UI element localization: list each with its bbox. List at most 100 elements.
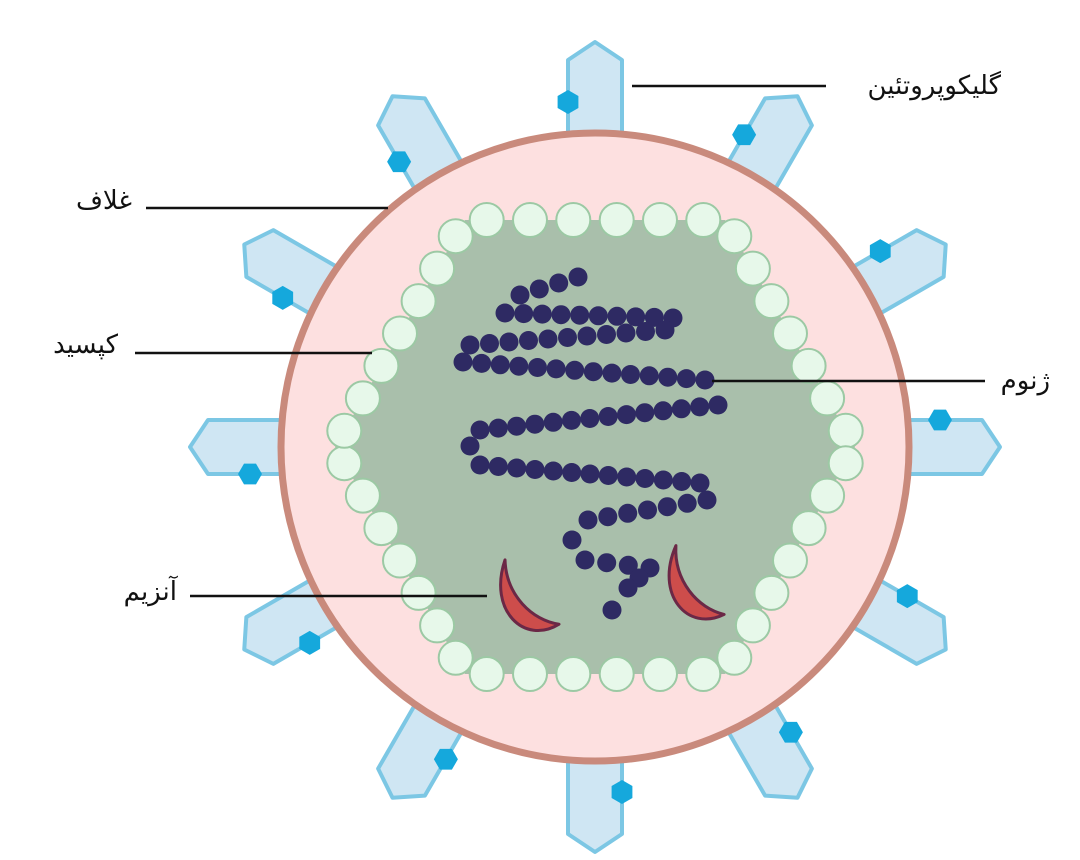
genome-bead bbox=[470, 455, 490, 475]
capsomere bbox=[555, 202, 592, 238]
genome-bead bbox=[635, 469, 655, 488]
genome-bead bbox=[583, 362, 603, 382]
leader-lines bbox=[135, 84, 985, 598]
capsomere bbox=[716, 218, 753, 255]
enzymes bbox=[499, 544, 726, 632]
genome-bead bbox=[577, 326, 597, 346]
hexagon-marker-icon bbox=[928, 409, 952, 431]
genome-bead bbox=[507, 416, 527, 436]
genome-bead bbox=[677, 493, 697, 513]
genome-bead bbox=[460, 335, 480, 355]
genome-bead bbox=[655, 320, 675, 340]
genome-bead bbox=[621, 365, 640, 384]
envelope-label: غلاف bbox=[76, 186, 132, 216]
genome-bead bbox=[549, 273, 569, 293]
genome-bead bbox=[543, 461, 563, 481]
capsid-label: کپسید bbox=[53, 330, 119, 360]
genome-bead bbox=[588, 306, 608, 326]
genome-bead bbox=[708, 395, 728, 415]
genome-bead bbox=[690, 397, 710, 417]
capsomere bbox=[642, 656, 678, 692]
capsomere bbox=[382, 315, 418, 352]
capsomere bbox=[468, 656, 505, 692]
capsomere bbox=[809, 380, 846, 417]
genome-bead bbox=[551, 305, 571, 325]
genome-bead bbox=[653, 401, 673, 421]
genome-bead bbox=[488, 418, 508, 438]
genome-bead bbox=[618, 555, 638, 575]
genome-bead bbox=[658, 367, 678, 387]
capsomere bbox=[382, 542, 418, 579]
hexagon-marker-icon bbox=[732, 124, 757, 146]
capsomere bbox=[326, 412, 363, 449]
genome-bead bbox=[562, 530, 582, 550]
genome-bead bbox=[575, 550, 595, 570]
genome-bead bbox=[639, 366, 659, 386]
genome-bead bbox=[529, 279, 549, 299]
genome-bead bbox=[525, 460, 545, 479]
hexagon-marker-icon bbox=[611, 780, 633, 804]
genome-bead bbox=[676, 369, 696, 389]
genome-bead bbox=[598, 407, 618, 426]
capsomere bbox=[419, 607, 456, 644]
hexagon-marker-icon bbox=[387, 151, 412, 173]
hexagon-marker-icon bbox=[557, 90, 579, 114]
hexagon-marker-icon bbox=[272, 285, 294, 310]
genome-bead bbox=[472, 353, 492, 373]
genome-bead bbox=[568, 267, 588, 287]
enzyme-label: آنزیم bbox=[124, 575, 179, 607]
genome-bead bbox=[617, 405, 636, 425]
capsomere bbox=[772, 542, 808, 579]
hexagon-marker-icon bbox=[869, 239, 891, 264]
genome-bead bbox=[528, 358, 547, 377]
genome-bead bbox=[602, 363, 622, 383]
genome-bead bbox=[578, 510, 598, 530]
hexagon-marker-icon bbox=[433, 748, 458, 770]
genome-bead bbox=[607, 306, 627, 326]
genome-bead bbox=[617, 467, 637, 487]
genome-bead bbox=[532, 304, 552, 324]
genome-bead bbox=[602, 600, 622, 620]
capsomere bbox=[734, 607, 771, 644]
genome-bead bbox=[616, 323, 636, 343]
genome-bead bbox=[653, 470, 673, 490]
capsid bbox=[335, 220, 855, 674]
genome-bead bbox=[453, 352, 473, 372]
genome-bead bbox=[514, 304, 534, 324]
genome-bead bbox=[538, 329, 558, 349]
genome-bead bbox=[507, 458, 527, 478]
genome-bead bbox=[519, 331, 538, 350]
genome-bead bbox=[618, 503, 638, 523]
capsomere bbox=[437, 218, 474, 255]
capsomere bbox=[753, 574, 790, 611]
capsomere bbox=[512, 202, 548, 238]
genome-bead bbox=[558, 328, 577, 347]
genome-bead bbox=[626, 307, 646, 327]
capsomere bbox=[642, 202, 678, 238]
capsomere bbox=[598, 202, 635, 238]
genome-bead bbox=[580, 464, 600, 484]
genome-label: ژنوم bbox=[1001, 366, 1050, 396]
genome-bead bbox=[488, 457, 508, 476]
capsomere bbox=[790, 347, 827, 384]
hexagon-marker-icon bbox=[299, 630, 321, 655]
genome-bead bbox=[597, 553, 617, 573]
crescent-enzyme-icon bbox=[499, 558, 561, 632]
capsomere bbox=[400, 574, 437, 611]
hexagon-marker-icon bbox=[778, 721, 803, 743]
capsomere bbox=[685, 202, 722, 238]
genome-bead bbox=[509, 356, 529, 376]
genome-bead bbox=[495, 303, 515, 323]
genome bbox=[453, 267, 728, 620]
capsomere bbox=[326, 445, 363, 482]
capsomere bbox=[827, 412, 864, 449]
genome-bead bbox=[657, 497, 677, 517]
genome-bead bbox=[644, 307, 664, 327]
capsomere bbox=[809, 477, 846, 514]
genome-bead bbox=[565, 360, 585, 380]
genome-bead bbox=[597, 325, 616, 344]
genome-bead bbox=[697, 490, 717, 510]
capsomere bbox=[363, 347, 400, 384]
genome-bead bbox=[672, 472, 692, 491]
capsomere bbox=[734, 250, 771, 287]
